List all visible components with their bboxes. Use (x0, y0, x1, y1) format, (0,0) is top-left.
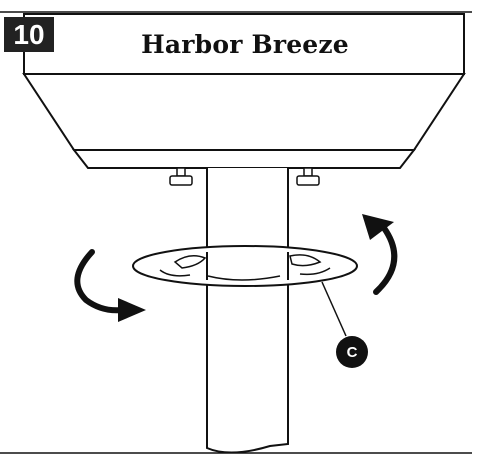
step-number-badge: 10 (4, 17, 54, 52)
curved-arrow-up-icon (362, 214, 394, 292)
part-callout-c: C (336, 336, 368, 368)
downrod (207, 168, 288, 453)
mounting-plate (133, 246, 357, 286)
right-screw (297, 168, 319, 185)
callout-leader (322, 282, 346, 336)
brand-logo: Harbor Breeze (140, 30, 350, 59)
left-screw (170, 168, 192, 185)
